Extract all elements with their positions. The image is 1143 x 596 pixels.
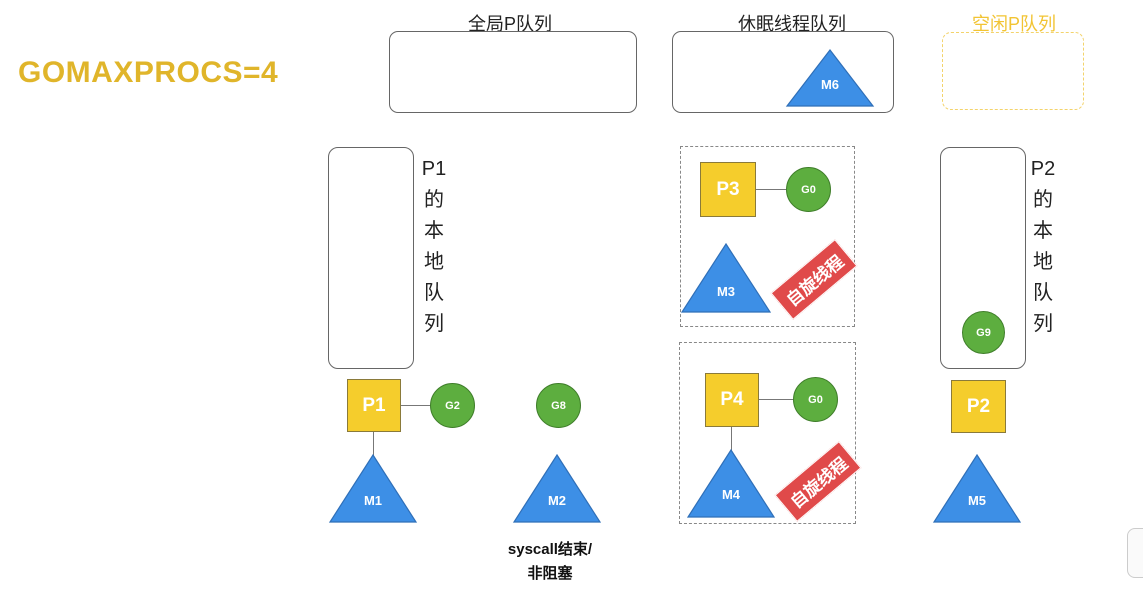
p3-spinning-group: [680, 146, 855, 327]
m4-triangle: [686, 448, 776, 518]
m5-label: M5: [967, 493, 987, 508]
p3-g0-link: [756, 189, 786, 191]
p2-local-queue-label: P2 的 本 地 队 列: [1030, 158, 1056, 335]
gomaxprocs-title: GOMAXPROCS=4: [18, 56, 279, 89]
m1-label: M1: [363, 493, 383, 508]
m1-triangle: [328, 453, 418, 523]
g0-goroutine-b: G0: [793, 377, 838, 422]
idle-queue-label: 空闲P队列: [971, 14, 1056, 34]
idle-queue-box: [942, 32, 1084, 110]
p2-processor: P2: [951, 380, 1006, 433]
side-panel-tab[interactable]: [1127, 528, 1143, 578]
p4-g0-link: [759, 399, 793, 401]
p4-spinning-group: [679, 342, 856, 524]
p1-local-queue-box: [328, 147, 414, 369]
m3-triangle: [680, 242, 772, 313]
m4-label: M4: [721, 487, 741, 502]
m6-triangle: [785, 49, 875, 107]
p1-processor: P1: [347, 379, 401, 432]
p4-processor: P4: [705, 373, 759, 427]
p1-g2-link: [401, 405, 431, 407]
p1-m1-link: [373, 432, 375, 456]
global-queue-box: [389, 31, 637, 113]
syscall-note: syscall结束/ 非阻塞: [507, 541, 593, 582]
g8-goroutine: G8: [536, 383, 581, 428]
m6-label: M6: [820, 77, 840, 92]
g9-goroutine: G9: [962, 311, 1005, 354]
p4-m4-link: [731, 427, 733, 451]
global-queue-label: 全局P队列: [467, 14, 552, 34]
m2-label: M2: [547, 493, 567, 508]
m5-triangle: [932, 453, 1022, 523]
g0-goroutine-a: G0: [786, 167, 831, 212]
m3-label: M3: [716, 284, 736, 299]
sleep-queue-label: 休眠线程队列: [738, 14, 846, 34]
g2-goroutine: G2: [430, 383, 475, 428]
m2-triangle: [512, 453, 602, 523]
p3-processor: P3: [700, 162, 756, 217]
p1-local-queue-label: P1 的 本 地 队 列: [421, 158, 447, 335]
